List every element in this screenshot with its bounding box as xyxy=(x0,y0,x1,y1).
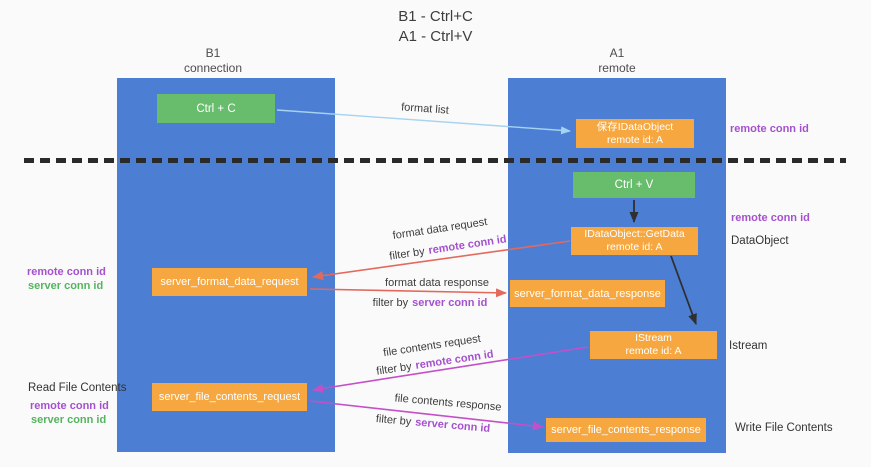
node-ctrl-c-label: Ctrl + C xyxy=(196,102,236,115)
flow-label-filter-server-1: filter by server conn id xyxy=(373,297,488,309)
filter-by-text: filter by xyxy=(375,360,413,378)
node-server-file-contents-response-label: server_file_contents_response xyxy=(551,424,701,436)
node-server-format-data-response-label: server_format_data_response xyxy=(514,287,661,300)
column-b1-subtitle: connection xyxy=(183,61,243,75)
title-line-2: A1 - Ctrl+V xyxy=(398,28,473,45)
node-istream-line2: remote id: A xyxy=(625,345,682,357)
node-saved-idataobject: 保存IDataObject remote id: A xyxy=(576,119,694,148)
node-ctrl-v: Ctrl + V xyxy=(573,172,695,198)
node-idataobject-getdata-line2: remote id: A xyxy=(606,241,663,253)
node-idataobject-getdata-line1: IDataObject::GetData xyxy=(584,228,685,240)
left-label-remote-conn-id-top: remote conn id xyxy=(27,266,106,278)
server-conn-id-text: server conn id xyxy=(412,297,488,309)
flow-label-format-data-response-text: format data response xyxy=(385,277,489,289)
node-istream: IStream remote id: A xyxy=(590,331,717,359)
flow-label-file-contents-response-text: file contents response xyxy=(394,392,502,414)
node-idataobject-getdata: IDataObject::GetData remote id: A xyxy=(571,227,698,255)
left-label-server-conn-id-bottom: server conn id xyxy=(31,414,107,426)
node-server-file-contents-request: server_file_contents_request xyxy=(152,383,307,411)
right-label-remote-conn-id-mid: remote conn id xyxy=(731,212,810,224)
column-a1-name: A1 xyxy=(609,46,625,60)
flow-label-format-list-text: format list xyxy=(400,101,450,117)
right-label-remote-conn-id-top: remote conn id xyxy=(730,123,809,135)
remote-conn-id-text: remote conn id xyxy=(427,233,508,257)
filter-by-text: filter by xyxy=(375,413,412,429)
diagram-title: B1 - Ctrl+C A1 - Ctrl+V xyxy=(0,7,871,47)
flow-label-file-contents-response: file contents response xyxy=(394,392,502,413)
flow-label-format-data-response: format data response xyxy=(385,277,489,289)
server-conn-id-text: server conn id xyxy=(414,416,491,435)
left-label-server-conn-id-top: server conn id xyxy=(28,280,104,292)
flow-label-filter-server-2: filter by server conn id xyxy=(375,413,490,435)
flow-label-format-list: format list xyxy=(401,101,449,116)
arrow-format-data-response xyxy=(309,288,507,298)
right-label-istream: Istream xyxy=(729,340,768,352)
column-header-b1: B1 connection xyxy=(143,46,283,76)
session-divider-dashed-line xyxy=(24,158,846,163)
node-server-format-data-response: server_format_data_response xyxy=(510,280,665,307)
left-label-read-file-contents: Read File Contents xyxy=(28,382,127,394)
column-b1-name: B1 xyxy=(205,46,221,60)
column-a1-subtitle: remote xyxy=(598,61,636,75)
node-istream-line1: IStream xyxy=(635,332,672,344)
right-label-dataobject: DataObject xyxy=(731,235,789,247)
node-server-file-contents-response: server_file_contents_response xyxy=(546,418,706,442)
filter-by-text: filter by xyxy=(372,297,409,309)
node-ctrl-c: Ctrl + C xyxy=(157,94,275,123)
left-label-remote-conn-id-bottom: remote conn id xyxy=(30,400,109,412)
column-header-a1: A1 remote xyxy=(547,46,687,76)
right-label-write-file-contents: Write File Contents xyxy=(735,422,833,434)
node-ctrl-v-label: Ctrl + V xyxy=(614,179,654,191)
node-server-file-contents-request-label: server_file_contents_request xyxy=(158,391,301,403)
node-saved-idataobject-line1: 保存IDataObject xyxy=(596,120,674,133)
title-line-1: B1 - Ctrl+C xyxy=(398,8,473,25)
filter-by-text: filter by xyxy=(388,245,426,263)
node-saved-idataobject-line2: remote id: A xyxy=(606,133,664,146)
node-server-format-data-request: server_format_data_request xyxy=(152,268,307,296)
node-server-format-data-request-label: server_format_data_request xyxy=(160,276,299,288)
